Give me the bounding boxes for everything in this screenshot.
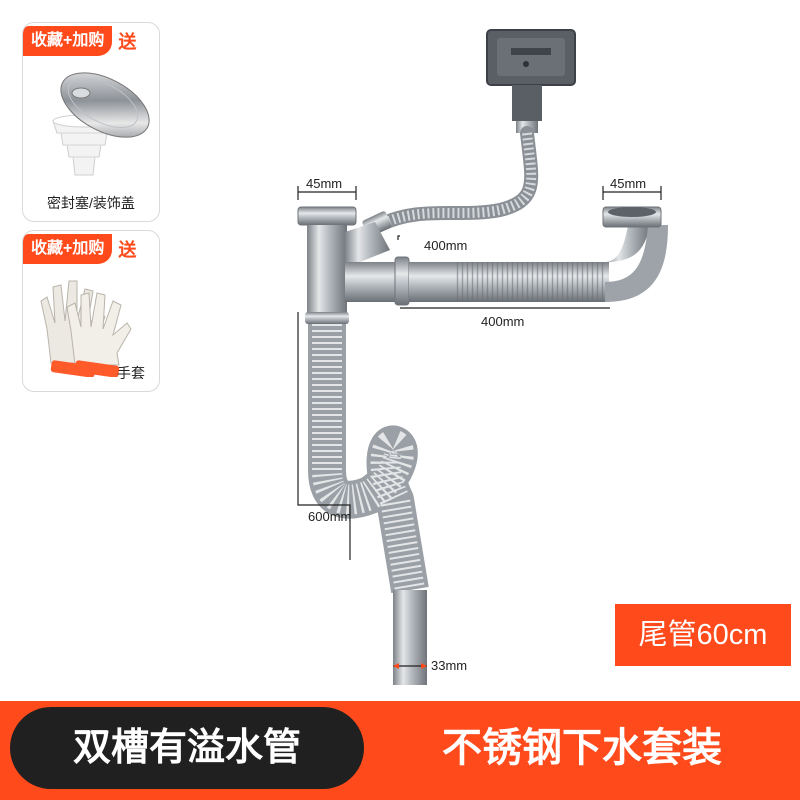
dim-right-hose: 400mm — [481, 314, 525, 329]
gift-header: 收藏+加购 送 — [23, 23, 159, 59]
dim-right-top-width: 45mm — [610, 176, 647, 191]
banner-left-text: 双槽有溢水管 — [10, 707, 364, 789]
gift-caption: 手套 — [117, 365, 145, 381]
tail-length-badge: 尾管60cm — [615, 604, 791, 666]
gift-send-label: 送 — [118, 32, 137, 52]
banner-right-text: 不锈钢下水套装 — [442, 726, 722, 770]
dim-left-top-width: 45mm — [306, 176, 343, 191]
gift-tag: 收藏+加购 — [23, 234, 113, 264]
gift-header: 收藏+加购 送 — [23, 231, 159, 267]
drain-pipe-illustration — [297, 29, 668, 685]
drain-stopper-icon — [52, 72, 150, 176]
gift-card-gloves[interactable]: 收藏+加购 送 手套 — [22, 230, 160, 392]
gift-caption: 密封塞/装饰盖 — [47, 195, 135, 211]
gift-send-label: 送 — [118, 240, 137, 260]
gloves-icon — [40, 280, 132, 377]
dim-upper-hose: 400mm — [424, 238, 468, 253]
dim-tail-diameter: 33mm — [431, 658, 468, 673]
dim-vertical-length: 600mm — [308, 509, 352, 524]
gift-tag: 收藏+加购 — [23, 26, 113, 56]
gift-card-stopper[interactable]: 收藏+加购 送 密封塞/装饰盖 — [22, 22, 160, 222]
